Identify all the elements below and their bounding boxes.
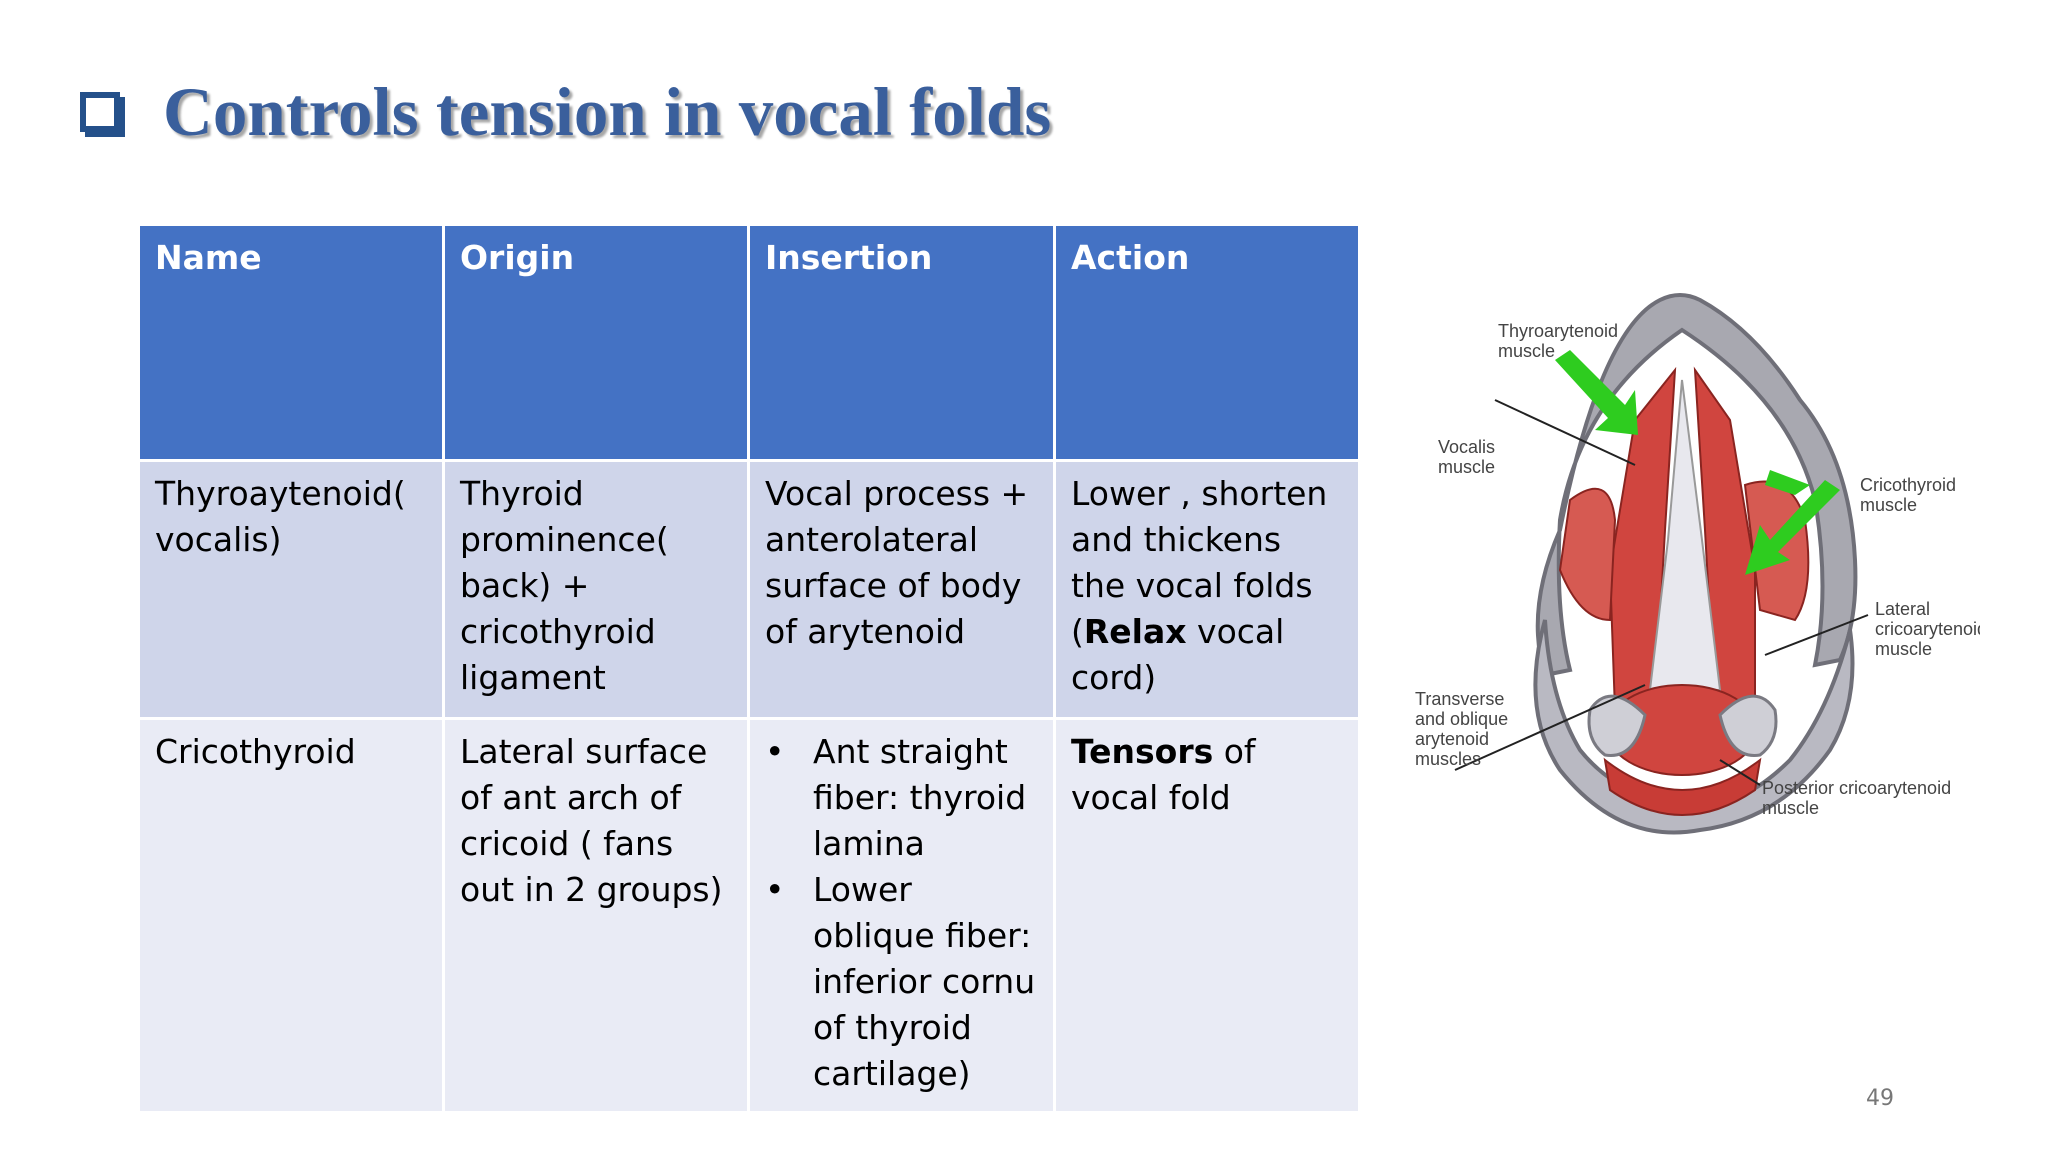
leader-line — [1764, 614, 1869, 656]
posterior-cricoarytenoid — [1603, 757, 1762, 816]
header-insertion: Insertion — [747, 223, 1056, 462]
action-bold-text: Tensors — [1071, 732, 1214, 771]
leader-line — [1494, 399, 1636, 466]
cell-origin: Thyroid prominence( back) + cricothyroid… — [442, 459, 750, 720]
insertion-bullet-list: Ant straight fiber: thyroid lamina Lower… — [765, 729, 1039, 1097]
thyroid-cartilage-shape — [1535, 293, 1858, 678]
table-header-row: Name Origin Insertion Action — [137, 223, 1361, 462]
muscle-table: Name Origin Insertion Action Thyroayteno… — [137, 223, 1361, 1114]
cell-action: Tensors of vocal fold — [1053, 717, 1361, 1114]
action-bold-text: Relax — [1083, 612, 1187, 651]
action-text-end: vocal cord) — [1071, 612, 1285, 697]
cell-insertion: Vocal process + anterolateral surface of… — [747, 459, 1056, 720]
arytenoid-right — [1718, 694, 1778, 757]
leader-line — [1719, 759, 1761, 786]
page-number: 49 — [1866, 1086, 1894, 1111]
action-text: Lower , shorten and thickens the vocal f… — [1071, 474, 1328, 651]
green-arrow-icon — [1555, 350, 1638, 435]
cell-name: Thyroaytenoid( vocalis) — [137, 459, 445, 720]
green-arrow-icon — [1745, 480, 1840, 575]
cell-origin: Lateral surface of ant arch of cricoid (… — [442, 717, 750, 1114]
list-item: Ant straight fiber: thyroid lamina — [765, 729, 1039, 867]
table-row: Cricothyroid Lateral surface of ant arch… — [137, 717, 1361, 1114]
green-arrow-icon — [1765, 470, 1810, 495]
header-action: Action — [1053, 223, 1361, 462]
header-name: Name — [137, 223, 445, 462]
checkbox-bullet-icon — [80, 92, 120, 132]
cell-action: Lower , shorten and thickens the vocal f… — [1053, 459, 1361, 720]
cell-insertion: Ant straight fiber: thyroid lamina Lower… — [747, 717, 1056, 1114]
slide-title: Controls tension in vocal folds — [163, 73, 1052, 150]
lateral-cricoarytenoid-left — [1558, 487, 1617, 622]
arytenoid-left — [1587, 694, 1647, 757]
table-row: Thyroaytenoid( vocalis) Thyroid prominen… — [137, 459, 1361, 720]
cell-name: Cricothyroid — [137, 717, 445, 1114]
header-origin: Origin — [442, 223, 750, 462]
title-row: Controls tension in vocal folds — [80, 72, 1051, 152]
leader-line — [1454, 684, 1646, 771]
action-text: of vocal fold — [1071, 732, 1256, 817]
list-item: Lower oblique fiber: inferior cornu of t… — [765, 867, 1039, 1097]
